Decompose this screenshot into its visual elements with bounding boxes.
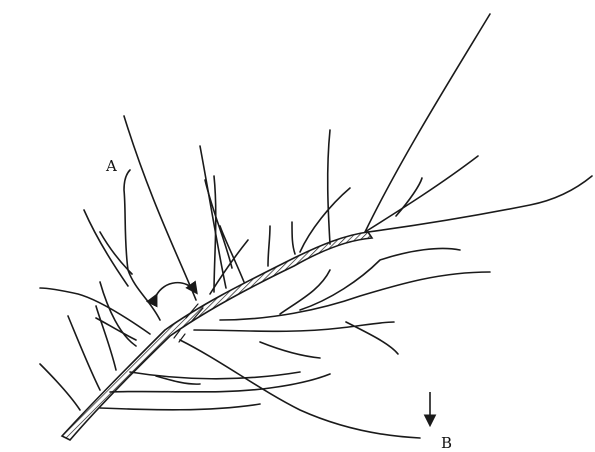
branch-right-mid — [365, 156, 478, 232]
branch-low-3 — [100, 404, 260, 410]
branch-up-1 — [328, 130, 330, 244]
branch-a-side2 — [84, 210, 128, 286]
branch-top-right — [365, 14, 490, 232]
branch-low-1 — [110, 374, 330, 392]
branch-right-long — [368, 176, 592, 232]
branch-up-4 — [292, 222, 295, 254]
branch-left-1 — [40, 288, 150, 334]
branch-low-6 — [194, 322, 394, 331]
branch-left-5 — [40, 364, 80, 410]
branch-a-short — [124, 170, 160, 320]
branch-a-long — [124, 116, 196, 300]
branch-up-6 — [200, 146, 226, 288]
branch-up-7 — [214, 176, 216, 292]
branch-low-10 — [346, 322, 398, 354]
branch-up-5 — [205, 180, 244, 282]
label-b: B — [441, 436, 452, 451]
branch-low-11 — [260, 342, 320, 358]
branch-up-3 — [268, 226, 270, 266]
label-a: A — [106, 159, 117, 174]
branch-left-4 — [68, 316, 100, 390]
